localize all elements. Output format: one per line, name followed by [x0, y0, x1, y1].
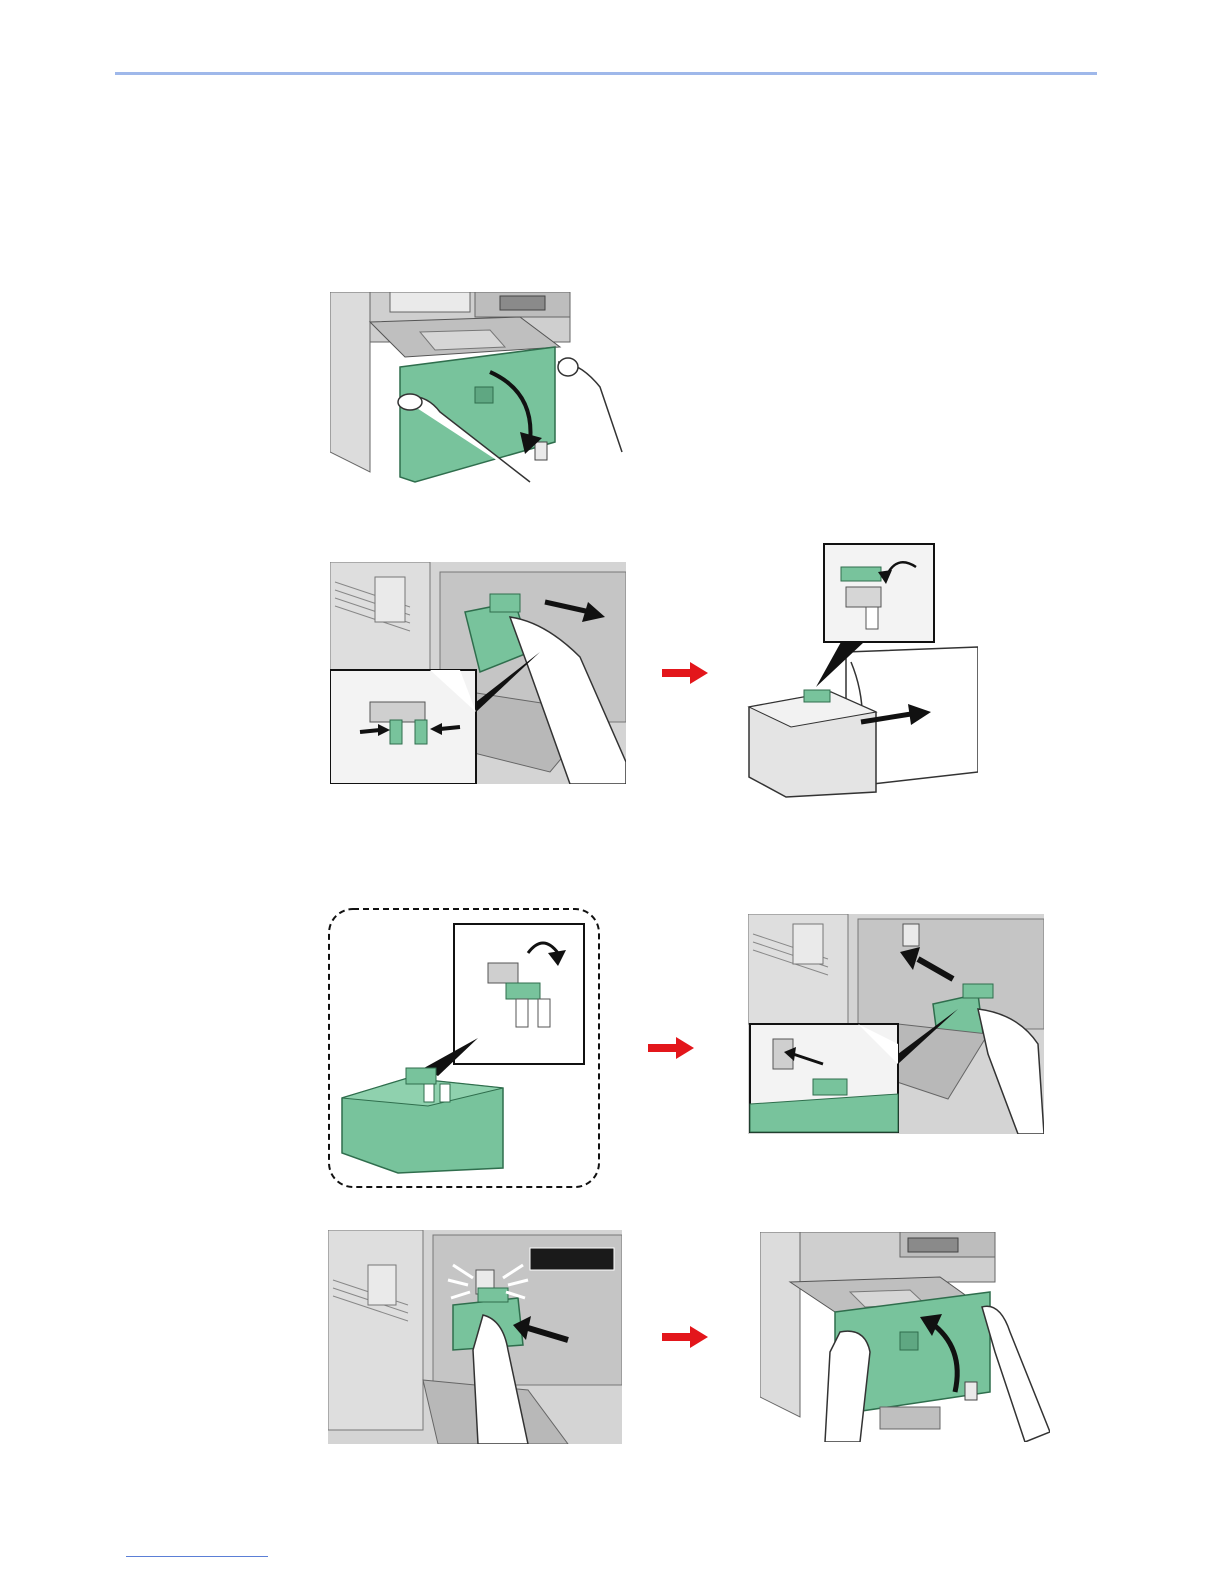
illustration-close-cap-of-old-container — [746, 542, 978, 800]
illustration-pull-out-toner-container — [330, 562, 626, 784]
right-arrow-red-icon — [662, 1326, 708, 1348]
illustration-open-front-cover — [330, 292, 626, 494]
illustration-close-front-cover — [760, 1232, 1050, 1442]
right-arrow-red-icon — [662, 662, 708, 684]
header-rule — [115, 72, 1097, 75]
illustration-prepare-new-container — [328, 908, 600, 1190]
right-arrow-red-icon — [648, 1037, 694, 1059]
illustration-insert-new-container — [748, 914, 1044, 1134]
footer-rule — [126, 1556, 268, 1557]
illustration-push-container-until-click — [328, 1230, 622, 1444]
